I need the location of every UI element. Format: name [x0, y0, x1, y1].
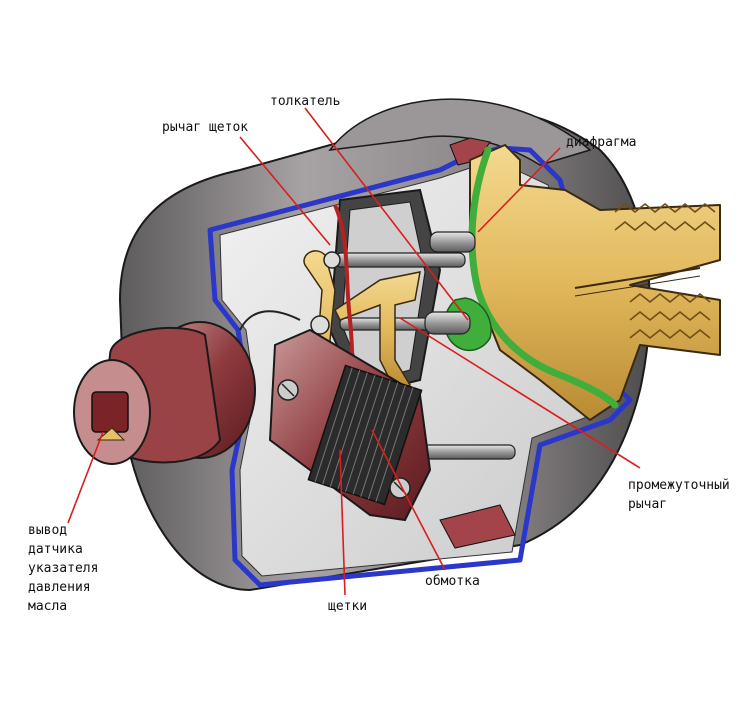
- label-sensor-output-line3: указателя: [28, 561, 99, 576]
- diaphragm-shape: [468, 146, 619, 409]
- leader-sensor-output: [67, 431, 104, 524]
- label-pusher: толкатель: [270, 94, 341, 109]
- label-sensor-output-line5: масла: [28, 599, 68, 614]
- wire: [239, 310, 301, 331]
- label-sensor-output-line4: давления: [28, 580, 91, 595]
- label-winding: обмотка: [425, 574, 480, 589]
- leader-winding: [371, 429, 446, 571]
- label-intermediate-lever-line2: рычаг: [628, 497, 668, 512]
- leader-brushes: [339, 449, 346, 596]
- output-connector: [73, 321, 256, 465]
- leader-intermediate-lever: [399, 317, 641, 469]
- brass-fitting: [469, 144, 721, 421]
- label-diaphragm: диафрагма: [566, 135, 637, 150]
- label-sensor-output-line1: вывод: [28, 523, 68, 538]
- leader-brush-lever: [239, 136, 331, 246]
- label-sensor-output: вывод датчика указателя давления масла: [28, 521, 98, 616]
- label-brushes: щетки: [328, 599, 368, 614]
- leader-pusher: [304, 107, 469, 321]
- lower-gasket: [439, 504, 516, 549]
- label-intermediate-lever: промежуточный рычаг: [628, 476, 730, 514]
- label-intermediate-lever-line1: промежуточный: [628, 478, 730, 493]
- leader-lines: [67, 107, 641, 596]
- label-sensor-output-line2: датчика: [28, 542, 83, 557]
- leader-diaphragm: [477, 147, 561, 233]
- label-brush-lever: рычаг щеток: [162, 120, 249, 135]
